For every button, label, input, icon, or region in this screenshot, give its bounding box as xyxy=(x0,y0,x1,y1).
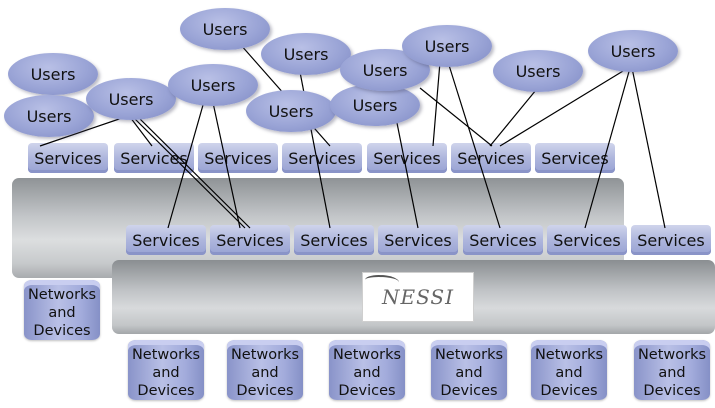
users-node-1: Users xyxy=(8,53,98,95)
nessi-logo: NESSI xyxy=(362,272,474,322)
networks-devices-1: Networks and Devices xyxy=(128,340,204,400)
services-platform-1: Services xyxy=(126,225,206,255)
networks-devices-6: Networks and Devices xyxy=(634,340,710,400)
services-platform-2: Services xyxy=(210,225,290,255)
users-node-10: Users xyxy=(402,25,492,67)
services-top-6: Services xyxy=(451,143,531,173)
services-platform-3: Services xyxy=(294,225,374,255)
services-platform-5: Services xyxy=(463,225,543,255)
networks-devices-3: Networks and Devices xyxy=(329,340,405,400)
services-platform-4: Services xyxy=(378,225,458,255)
services-platform-6: Services xyxy=(547,225,627,255)
networks-devices-5: Networks and Devices xyxy=(531,340,607,400)
users-node-12: Users xyxy=(588,30,678,72)
services-top-1: Services xyxy=(28,143,108,173)
networks-devices-2: Networks and Devices xyxy=(227,340,303,400)
services-top-7: Services xyxy=(535,143,615,173)
services-top-3: Services xyxy=(198,143,278,173)
users-node-6: Users xyxy=(261,33,351,75)
users-node-4: Users xyxy=(168,64,258,106)
networks-devices-left: Networks and Devices xyxy=(24,280,100,340)
users-node-5: Users xyxy=(180,8,270,50)
services-top-5: Services xyxy=(367,143,447,173)
services-platform-7: Services xyxy=(631,225,711,255)
users-node-11: Users xyxy=(493,50,583,92)
users-node-3: Users xyxy=(86,78,176,120)
networks-devices-4: Networks and Devices xyxy=(431,340,507,400)
users-node-2: Users xyxy=(4,95,94,137)
services-top-4: Services xyxy=(282,143,362,173)
users-node-8: Users xyxy=(330,84,420,126)
logo-swoosh-icon xyxy=(365,275,399,287)
logo-text: NESSI xyxy=(381,285,455,309)
users-node-7: Users xyxy=(246,90,336,132)
services-top-2: Services xyxy=(114,143,194,173)
